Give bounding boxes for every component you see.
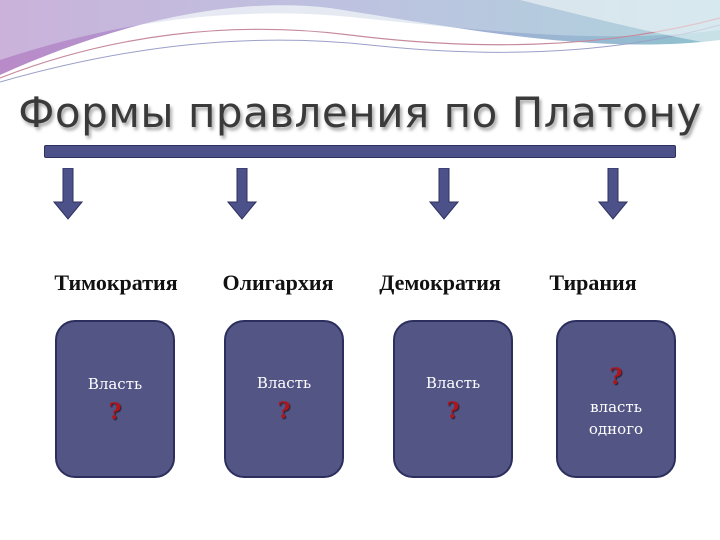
form-box-tyranny: ? власть одного bbox=[556, 320, 676, 478]
decorative-wave bbox=[0, 0, 720, 83]
question-mark: ? bbox=[277, 398, 291, 424]
horizontal-bar bbox=[44, 145, 676, 158]
form-box-oligarchy: Власть ? bbox=[224, 320, 344, 478]
question-mark: ? bbox=[108, 399, 122, 425]
power-text-line-2: одного bbox=[588, 420, 644, 438]
power-text: Власть bbox=[256, 374, 312, 392]
down-arrow-icon bbox=[598, 168, 628, 220]
form-label-oligarchy: Олигархия bbox=[222, 270, 334, 295]
down-arrow-icon bbox=[227, 168, 257, 220]
page-title: Формы правления по Платону bbox=[18, 88, 702, 137]
form-label-timocracy: Тимократия bbox=[54, 270, 178, 295]
down-arrow-icon bbox=[53, 168, 83, 220]
form-label-democracy: Демократия bbox=[379, 270, 501, 295]
power-text-line-1: власть bbox=[590, 398, 642, 416]
power-text: Власть bbox=[425, 374, 481, 392]
form-box-democracy: Власть ? bbox=[393, 320, 513, 478]
form-box-timocracy: Власть ? bbox=[55, 320, 175, 478]
power-text: Власть bbox=[87, 375, 143, 393]
question-mark: ? bbox=[609, 364, 623, 390]
form-label-tyranny: Тирания bbox=[549, 270, 637, 295]
question-mark: ? bbox=[446, 398, 460, 424]
down-arrow-icon bbox=[429, 168, 459, 220]
